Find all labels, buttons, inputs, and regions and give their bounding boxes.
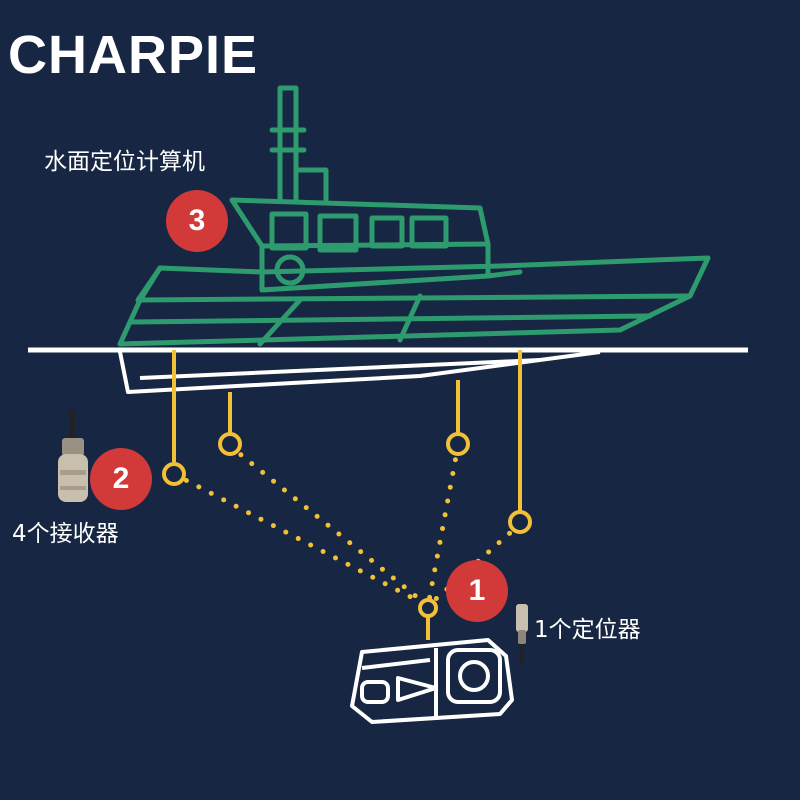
step-badge-2: 2 <box>90 448 152 510</box>
receivers-label: 4个接收器 <box>12 521 119 547</box>
receiver-rings <box>162 432 532 618</box>
boat-icon <box>117 85 711 347</box>
receiver-device-icon <box>58 410 88 502</box>
step-badge-1: 1 <box>446 560 508 622</box>
locator-label: 1个定位器 <box>534 617 641 643</box>
hull-underwater <box>118 350 601 394</box>
receiver-ropes <box>172 350 522 640</box>
acoustic-paths <box>171 443 523 609</box>
computer-label: 水面定位计算机 <box>44 149 205 175</box>
locator-device-icon <box>516 604 528 664</box>
brand-logo: CHARPIE <box>8 25 259 85</box>
step-badge-3: 3 <box>166 190 228 252</box>
underwater-robot-icon <box>350 638 514 724</box>
